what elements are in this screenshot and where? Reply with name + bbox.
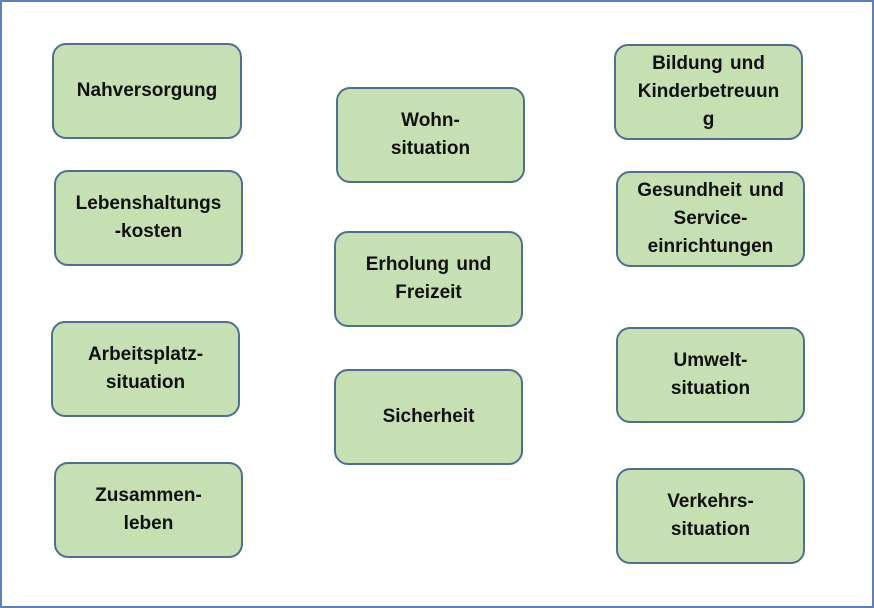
box-wohnsituation: Wohn- situation (336, 87, 525, 183)
box-label: Verkehrs- situation (667, 491, 754, 540)
box-arbeitsplatzsituation: Arbeitsplatz- situation (51, 321, 240, 417)
box-verkehrssituation: Verkehrs- situation (616, 468, 805, 564)
box-gesundheit-service: Gesundheit und Service- einrichtungen (616, 171, 805, 267)
box-sicherheit: Sicherheit (334, 369, 523, 465)
box-erholung-freizeit: Erholung und Freizeit (334, 231, 523, 327)
box-umweltsituation: Umwelt- situation (616, 327, 805, 423)
box-label: Lebenshaltungs -kosten (75, 193, 222, 242)
box-label: Erholung und Freizeit (365, 254, 492, 303)
box-label: Sicherheit (382, 406, 475, 427)
box-label: Zusammen- leben (95, 485, 202, 534)
box-label: Wohn- situation (390, 110, 471, 159)
box-bildung-kinderbetreuung: Bildung und Kinderbetreuun g (614, 44, 803, 140)
box-label: Bildung und Kinderbetreuun g (637, 53, 780, 130)
box-label: Umwelt- situation (670, 350, 751, 399)
box-label: Arbeitsplatz- situation (87, 344, 204, 393)
box-nahversorgung: Nahversorgung (52, 43, 242, 139)
box-label: Gesundheit und Service- einrichtungen (637, 180, 784, 257)
box-zusammenleben: Zusammen- leben (54, 462, 243, 558)
box-label: Nahversorgung (76, 80, 218, 101)
box-lebenshaltungskosten: Lebenshaltungs -kosten (54, 170, 243, 266)
